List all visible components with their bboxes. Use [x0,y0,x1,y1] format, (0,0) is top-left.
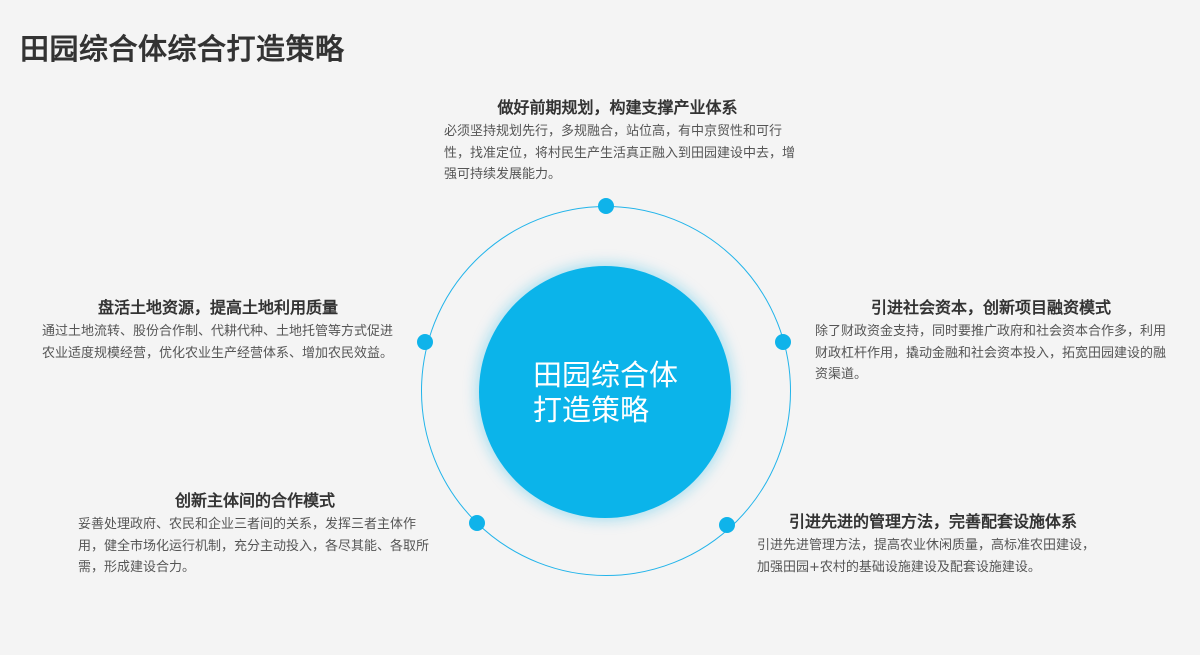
node-dot-left [417,334,433,350]
center-circle: 田园综合体 打造策略 [479,266,731,518]
center-label-line2: 打造策略 [533,393,650,427]
strategy-block-right: 引进社会资本，创新项目融资模式 除了财政资金支持，同时要推广政府和社会资本合作多… [815,297,1167,386]
strategy-title: 盘活土地资源，提高土地利用质量 [97,298,338,317]
center-label: 田园综合体 打造策略 [533,358,678,428]
center-label-line1: 田园综合体 [533,358,679,392]
strategy-block-bottom-left: 创新主体间的合作模式 妥善处理政府、农民和企业三者间的关系，发挥三者主体作用，健… [78,490,432,579]
strategy-block-top: 做好前期规划，构建支撑产业体系 必须坚持规划先行，多规融合，站位高，有中京贸性和… [444,97,799,186]
strategy-title: 引进社会资本，创新项目融资模式 [870,298,1111,317]
node-dot-bottom-right [719,517,735,533]
strategy-description: 引进先进管理方法，提高农业休闲质量，高标准农田建设，加强田园+农村的基础设施建设… [757,538,1096,575]
strategy-title: 引进先进的管理方法，完善配套设施体系 [788,512,1077,531]
strategy-description: 妥善处理政府、农民和企业三者间的关系，发挥三者主体作用，健全市场化运行机制，充分… [78,517,430,575]
strategy-title: 创新主体间的合作模式 [174,491,335,510]
node-dot-right [775,334,791,350]
strategy-description: 除了财政资金支持，同时要推广政府和社会资本合作多，利用财政杠杆作用，撬动金融和社… [815,324,1167,382]
strategy-block-bottom-right: 引进先进的管理方法，完善配套设施体系 引进先进管理方法，提高农业休闲质量，高标准… [757,511,1097,578]
node-dot-top [598,198,614,214]
strategy-block-left: 盘活土地资源，提高土地利用质量 通过土地流转、股份合作制、代耕代种、土地托管等方… [42,297,394,364]
strategy-description: 通过土地流转、股份合作制、代耕代种、土地托管等方式促进农业适度规模经营，优化农业… [42,324,394,361]
strategy-title: 做好前期规划，构建支撑产业体系 [497,98,738,117]
page-title: 田园综合体综合打造策略 [20,32,345,66]
strategy-description: 必须坚持规划先行，多规融合，站位高，有中京贸性和可行性，找准定位，将村民生产生活… [444,124,796,182]
node-dot-bottom-left [469,515,485,531]
